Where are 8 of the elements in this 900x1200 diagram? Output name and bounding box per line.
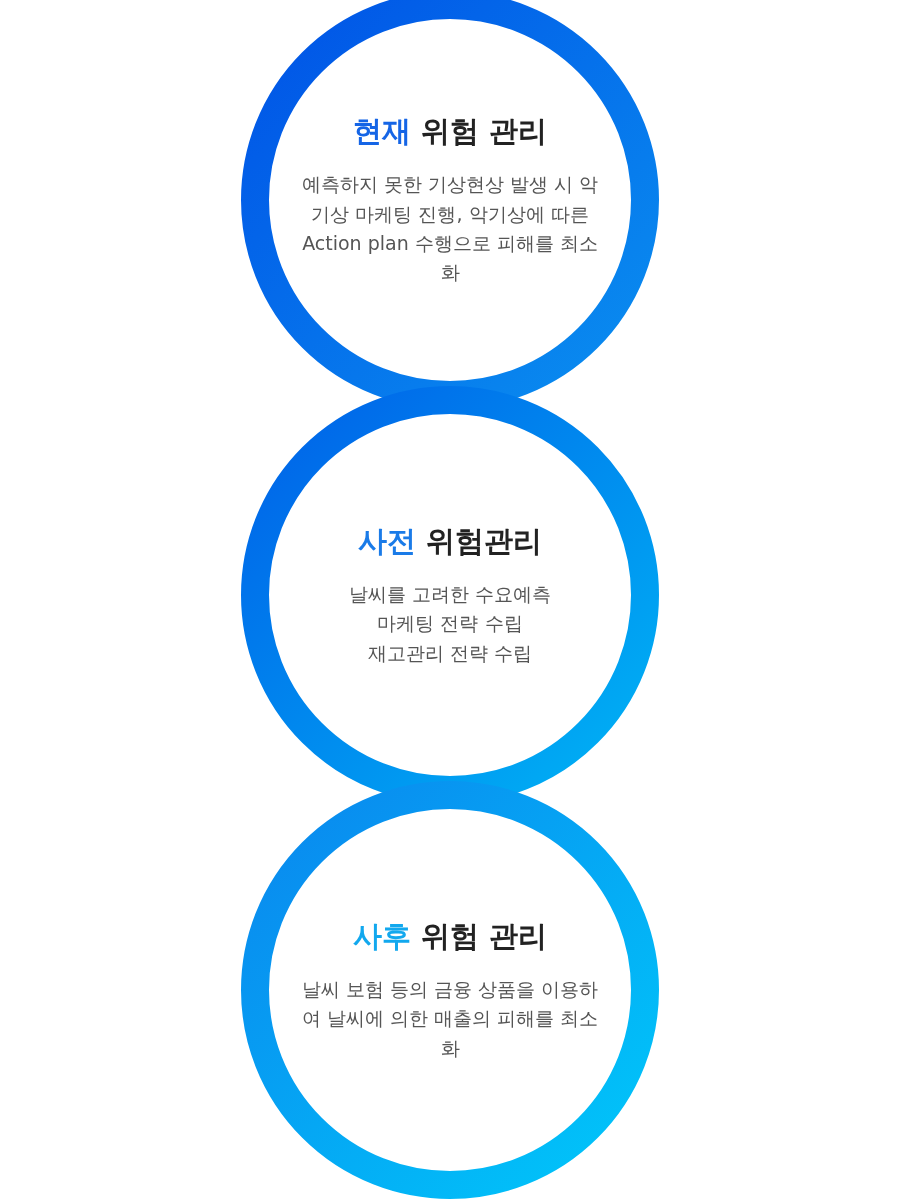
description-text: 예측하지 못한 기상현상 발생 시 악기상 마케팅 진행, 악기상에 따른 Action plan 수행으로 피해를 최소화 — [300, 172, 600, 286]
description-text: 재고관리 전략 수립 — [367, 640, 533, 666]
description-text: 날씨를 고려한 수요예측 — [348, 581, 552, 607]
description-text: 마케팅 전략 수립 — [377, 611, 523, 637]
circle-heading: 현재 위험 관리 — [352, 113, 548, 151]
circle-heading: 사전 위험관리 — [357, 522, 543, 560]
circle-heading: 사후 위험 관리 — [352, 917, 548, 955]
description-text: 날씨 보험 등의 금융 상품을 이용하여 날씨에 의한 매출의 피해를 최소화 — [300, 976, 600, 1061]
